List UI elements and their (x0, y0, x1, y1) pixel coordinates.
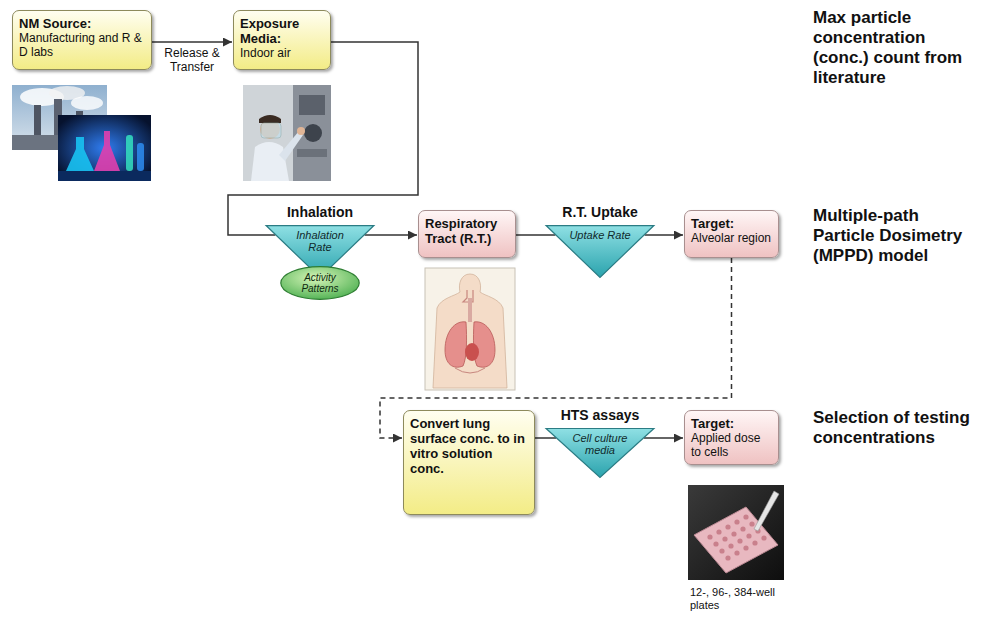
body-text: Indoor air (240, 46, 324, 60)
tri-body-text: Cell culture media (565, 432, 635, 456)
lung-illustration (425, 268, 515, 390)
ell-text: Activity Patterns (291, 272, 349, 294)
organ-box: Respiratory Tract (R.T.) (418, 210, 516, 258)
connector (645, 234, 683, 236)
tri-head-text: HTS assays (505, 407, 695, 424)
well-plate-photo (688, 485, 784, 580)
head-text: Convert lung surface conc. to in vitro s… (410, 416, 528, 476)
target-box: Target:Alveolar region (684, 210, 779, 258)
lab-photo (58, 115, 151, 181)
rate-triangle: R.T. UptakeUptake Rate (545, 225, 655, 278)
connector (644, 437, 683, 439)
conversion-box: Convert lung surface conc. to in vitro s… (403, 410, 535, 515)
head-text: Target: (691, 216, 772, 231)
side-label: Max particle concentration (conc.) count… (813, 8, 983, 88)
edge-label: Release & Transfer (155, 46, 229, 74)
connector (516, 234, 555, 236)
ellipse-outline (281, 267, 359, 300)
plate-caption: 12-, 96-, 384-well plates (690, 586, 790, 612)
side-label: Multiple-path Particle Dosimetry (MPPD) … (813, 206, 983, 266)
tri-head-text: R.T. Uptake (505, 204, 695, 221)
tri-body-text: Inhalation Rate (285, 229, 355, 253)
source-box: NM Source:Manufacturing and R & D labs (12, 10, 152, 70)
connector (365, 234, 417, 236)
connector (152, 41, 232, 43)
target-box: Target:Applied dose to cells (684, 410, 779, 465)
media-box: Exposure Media:Indoor air (233, 10, 331, 70)
head-text: NM Source: (19, 16, 145, 31)
body-text: Alveolar region (691, 231, 772, 245)
triangle-outline (546, 226, 654, 278)
head-text: Target: (691, 416, 772, 431)
worker-photo (243, 85, 331, 181)
body-text: Applied dose to cells (691, 431, 772, 459)
triangle-outline (546, 429, 654, 478)
connector (535, 437, 556, 439)
side-label: Selection of testing concentrations (813, 408, 983, 448)
activity-ellipse: Activity Patterns (280, 266, 360, 300)
rate-triangle: HTS assaysCell culture media (545, 428, 655, 478)
tri-body-text: Uptake Rate (565, 229, 635, 241)
tri-head-text: Inhalation (225, 204, 415, 221)
body-text: Manufacturing and R & D labs (19, 31, 145, 59)
head-text: Respiratory Tract (R.T.) (425, 216, 509, 246)
head-text: Exposure Media: (240, 16, 324, 46)
